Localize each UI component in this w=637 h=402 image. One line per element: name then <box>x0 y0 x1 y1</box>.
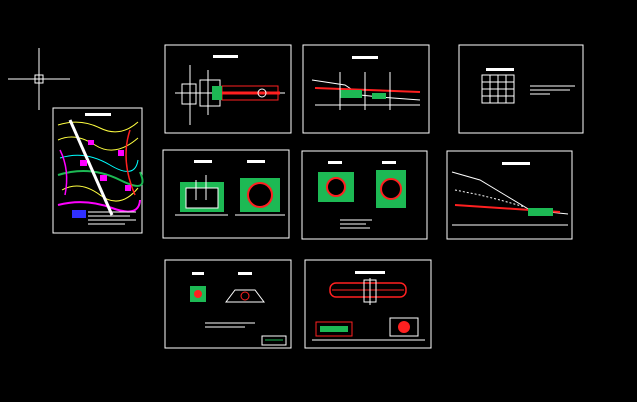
sheet-outlet-details[interactable] <box>164 259 292 349</box>
sheet-well-sections[interactable] <box>162 149 290 239</box>
sheet-pipe-plan[interactable] <box>164 44 292 134</box>
sheet-longitudinal-profile[interactable] <box>302 44 430 134</box>
sheet-manhole-sections[interactable] <box>301 150 428 240</box>
sheet-culvert-details[interactable] <box>304 259 432 349</box>
sheet-site-plan[interactable] <box>52 107 144 234</box>
sheet-slope-section[interactable] <box>446 150 573 240</box>
sheet-material-table[interactable] <box>458 44 584 134</box>
crosshair-cursor-icon <box>8 48 70 110</box>
